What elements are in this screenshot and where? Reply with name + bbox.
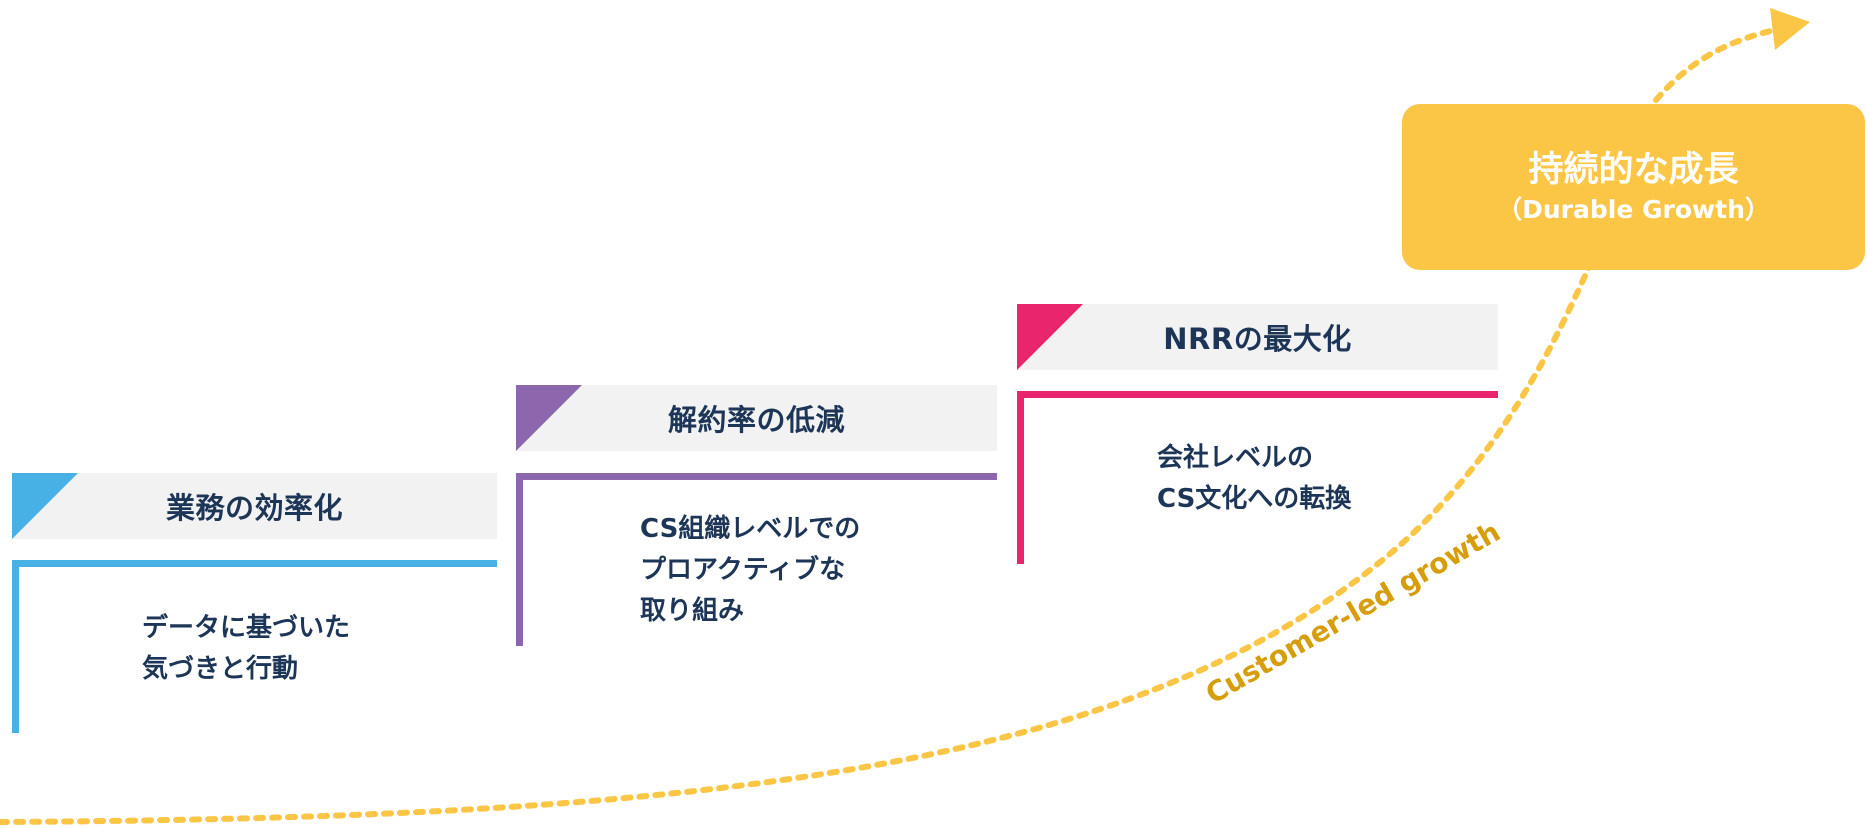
- step-nrr-maximization-line-2: CS文化への転換: [1157, 484, 1352, 514]
- step-efficiency-corner-triangle-icon: [12, 473, 78, 539]
- step-efficiency: 業務の効率化 データに基づいた 気づきと行動: [12, 473, 497, 733]
- goal-durable-growth-box: 持続的な成長 （Durable Growth）: [1402, 104, 1865, 270]
- step-churn-reduction-line-3: 取り組み: [640, 596, 745, 626]
- step-churn-reduction-bracket: [516, 473, 997, 646]
- growth-arrow-head: [1770, 8, 1810, 50]
- step-churn-reduction-line-1: CS組織レベルでの: [640, 514, 861, 544]
- step-nrr-maximization-title: NRRの最大化: [1163, 322, 1352, 356]
- step-efficiency-bracket: [12, 560, 497, 733]
- step-nrr-maximization: NRRの最大化 会社レベルの CS文化への転換: [1017, 304, 1498, 564]
- step-churn-reduction: 解約率の低減 CS組織レベルでの プロアクティブな 取り組み: [516, 385, 997, 646]
- step-efficiency-description: データに基づいた 気づきと行動: [142, 608, 350, 690]
- step-nrr-maximization-corner-triangle-icon: [1017, 304, 1083, 370]
- growth-curve-tail: [1653, 27, 1778, 103]
- step-churn-reduction-header: 解約率の低減: [516, 385, 997, 451]
- step-nrr-maximization-line-1: 会社レベルの: [1157, 443, 1314, 473]
- step-churn-reduction-title: 解約率の低減: [667, 403, 845, 437]
- step-nrr-maximization-header: NRRの最大化: [1017, 304, 1498, 370]
- step-churn-reduction-line-2: プロアクティブな: [640, 555, 846, 585]
- growth-curve-line: [0, 262, 1593, 825]
- step-nrr-maximization-bracket: [1017, 391, 1498, 564]
- goal-title: 持続的な成長: [1528, 150, 1739, 190]
- goal-subtitle: （Durable Growth）: [1497, 195, 1770, 224]
- step-churn-reduction-description: CS組織レベルでの プロアクティブな 取り組み: [640, 509, 860, 632]
- step-efficiency-title: 業務の効率化: [165, 491, 343, 525]
- step-efficiency-line-2: 気づきと行動: [142, 654, 299, 684]
- step-efficiency-line-1: データに基づいた: [142, 613, 351, 643]
- step-churn-reduction-corner-triangle-icon: [516, 385, 582, 451]
- step-efficiency-header: 業務の効率化: [12, 473, 497, 539]
- step-nrr-maximization-description: 会社レベルの CS文化への転換: [1157, 438, 1351, 520]
